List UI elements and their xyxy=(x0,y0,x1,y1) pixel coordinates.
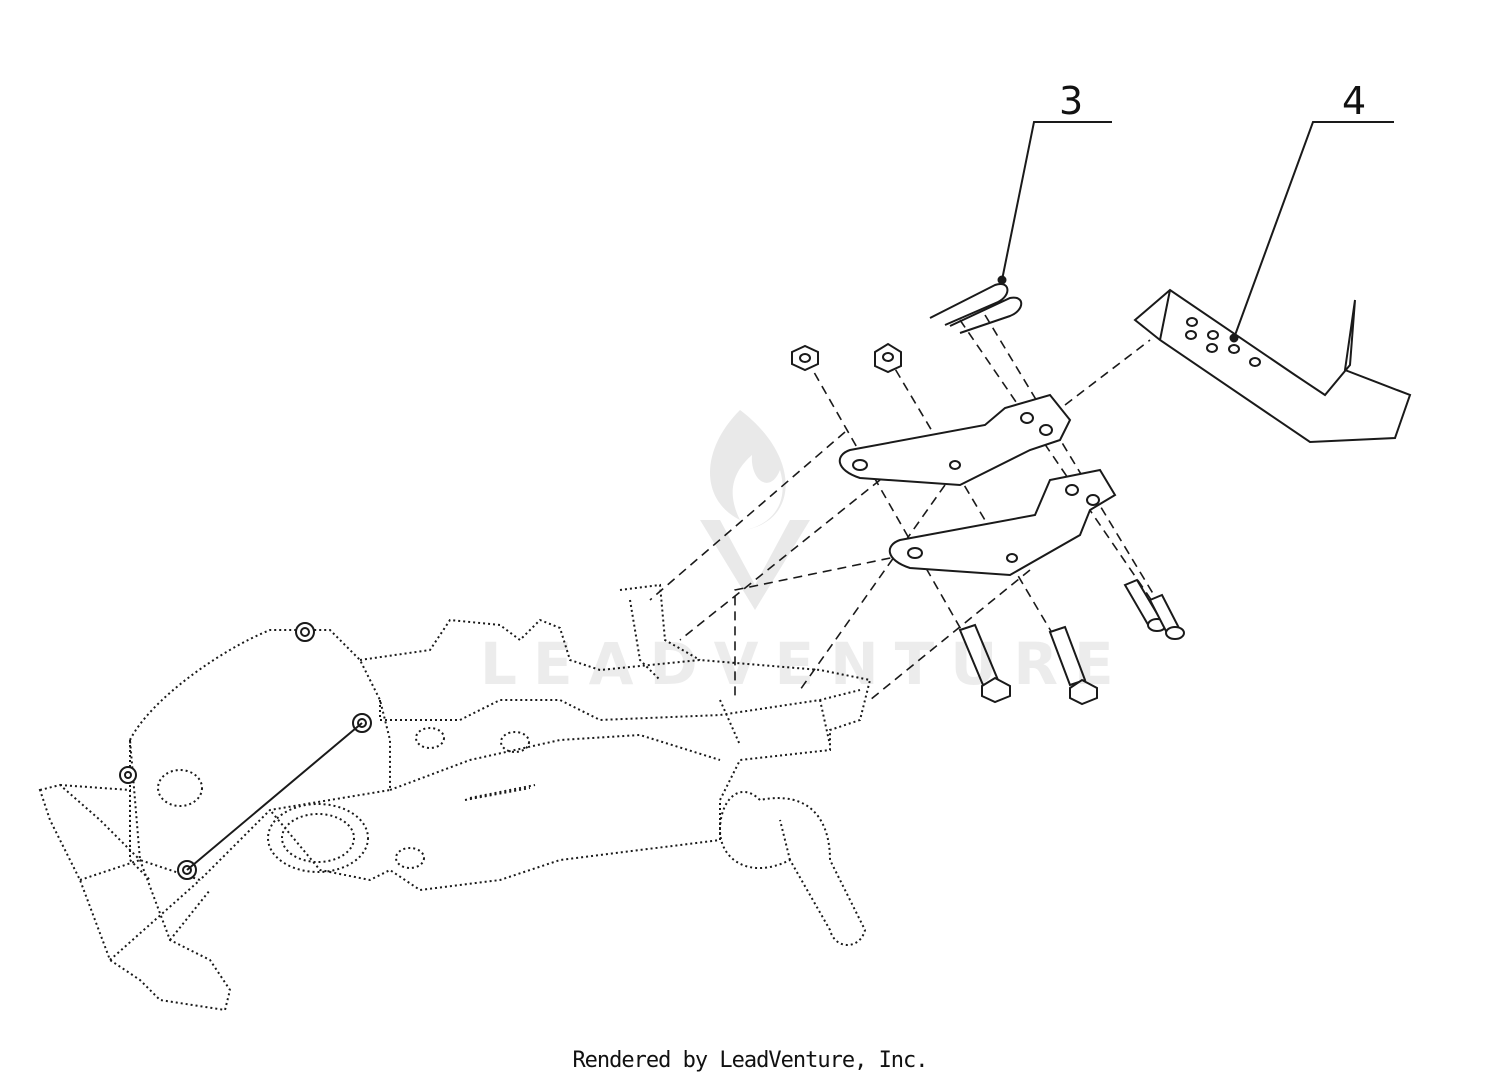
render-credit: Rendered by LeadVenture, Inc. xyxy=(572,1048,928,1073)
watermark-logo-icon xyxy=(700,410,810,610)
leader-dot-4 xyxy=(1229,333,1239,343)
assembly-lines xyxy=(649,314,1176,701)
housing-bolts xyxy=(119,622,372,880)
leader-dot-3 xyxy=(997,275,1007,285)
leader-lines xyxy=(997,121,1394,343)
hairpin-clip-icon xyxy=(929,283,1023,334)
leader-line-3 xyxy=(1001,121,1112,281)
flange-bolt-icon xyxy=(958,623,1098,706)
callout-4[interactable]: 4 xyxy=(1342,79,1367,123)
callout-3[interactable]: 3 xyxy=(1059,79,1084,123)
bracket-part xyxy=(1133,288,1412,444)
watermark-text: LEADVENTURE xyxy=(480,630,1130,698)
leader-line-4 xyxy=(1233,121,1394,339)
lower-link-plate xyxy=(888,468,1117,577)
nut-icon xyxy=(791,342,902,374)
upper-link-plate xyxy=(838,393,1072,487)
transmission-housing xyxy=(38,583,872,1012)
clevis-pin-icon xyxy=(1123,578,1185,640)
